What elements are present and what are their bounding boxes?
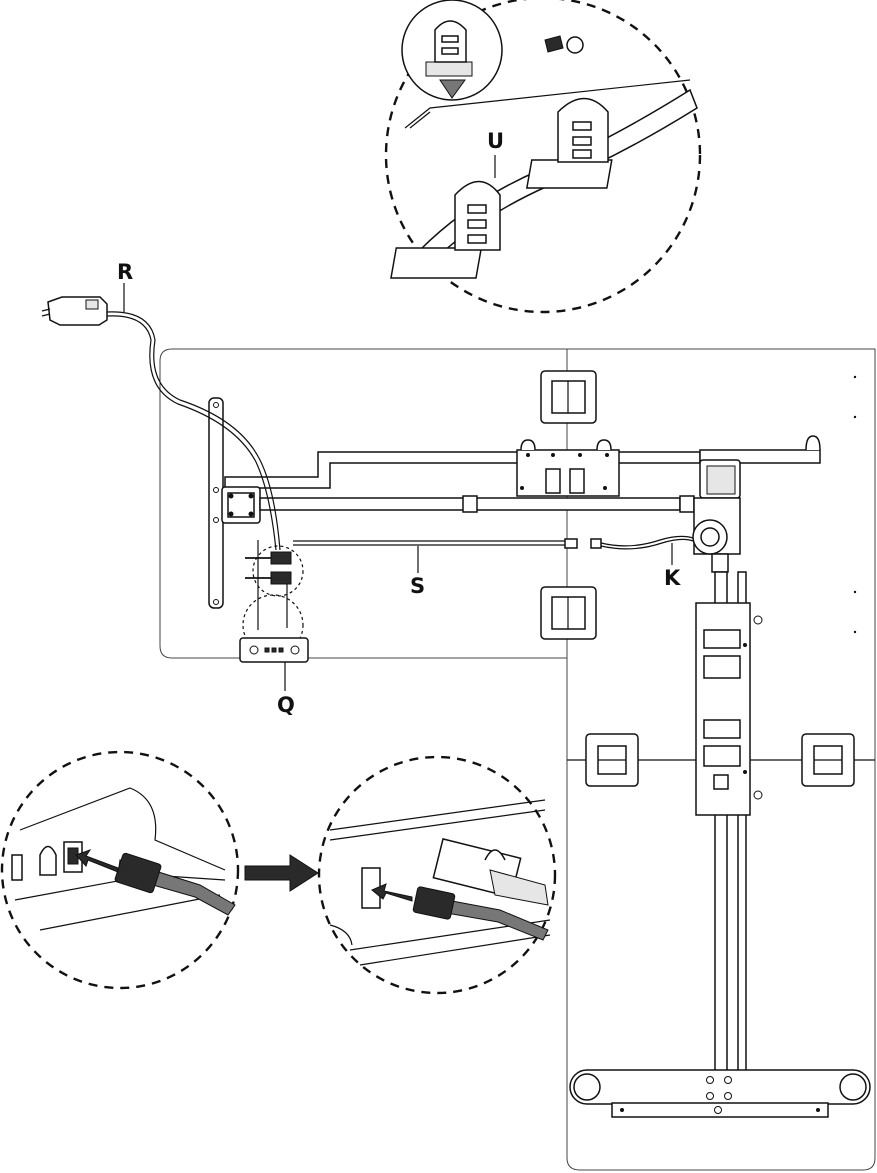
label-q: Q xyxy=(277,693,295,717)
foot-bar xyxy=(569,1069,871,1118)
label-s: S xyxy=(410,574,425,598)
vertical-frame-beam xyxy=(695,571,763,1083)
left-motor-block xyxy=(221,486,261,524)
callout-labels: U R S K Q xyxy=(117,129,681,717)
detail-connector-after xyxy=(317,755,557,995)
mounting-plate-middle xyxy=(540,586,597,640)
cable-connectors xyxy=(242,540,304,656)
left-frame-beam xyxy=(208,397,224,609)
label-k: K xyxy=(664,566,681,590)
transition-arrow xyxy=(244,854,319,892)
detail-connector-before xyxy=(0,750,240,990)
mounting-plate-left xyxy=(585,733,639,787)
frame-crossbar xyxy=(224,435,821,497)
drive-shaft xyxy=(259,495,695,513)
mounting-plate-right xyxy=(801,733,855,787)
mounting-plates xyxy=(540,370,855,787)
right-leg-motor xyxy=(692,459,741,573)
insert-arrow xyxy=(75,849,119,873)
power-cable xyxy=(106,311,281,551)
label-r: R xyxy=(117,260,133,284)
power-supply-r xyxy=(41,296,281,551)
center-bracket xyxy=(516,449,620,497)
control-unit-q xyxy=(239,637,309,663)
cable-s xyxy=(293,535,694,550)
mounting-plate-top xyxy=(540,370,597,424)
detail-cable-clips xyxy=(384,0,702,314)
label-u: U xyxy=(487,129,504,153)
